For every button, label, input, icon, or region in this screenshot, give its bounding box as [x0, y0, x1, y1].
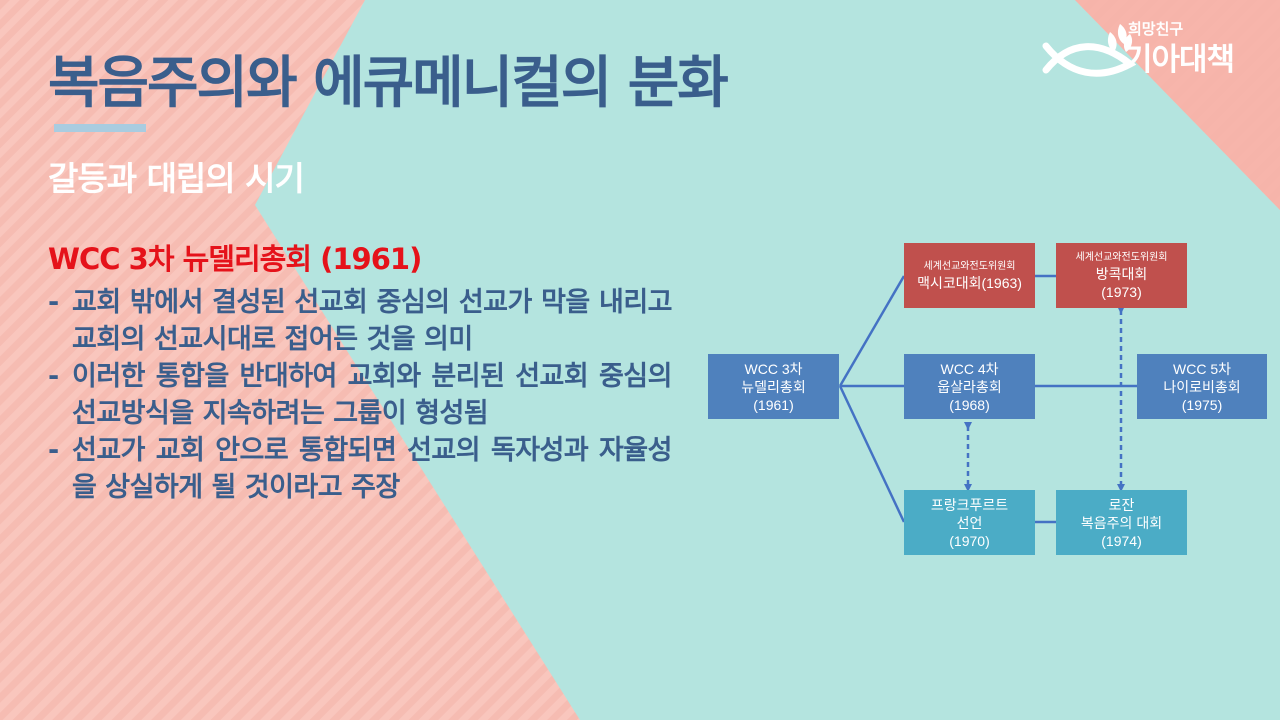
bullet-text: 이러한 통합을 반대하여 교회와 분리된 선교회 중심의 선교방식을 지속하려는…: [72, 361, 673, 429]
bullet-marker: -: [48, 361, 59, 392]
node-wcc4-uppsala: WCC 4차 웁살라총회 (1968): [904, 354, 1035, 419]
slide-subtitle: 갈등과 대립의 시기: [48, 159, 305, 198]
node-frankfurt: 프랑크푸르트 선언 (1970): [904, 490, 1035, 555]
node-mexico: 세계선교와전도위원회 맥시코대회(1963): [904, 243, 1035, 308]
bullet-item: -선교가 교회 안으로 통합되면 선교의 독자성과 자율성을 상실하게 될 것이…: [48, 432, 673, 506]
bullet-item: -교회 밖에서 결성된 선교회 중심의 선교가 막을 내리고 교회의 선교시대로…: [48, 284, 673, 358]
node-label: 뉴델리총회: [741, 378, 806, 395]
node-label: 선언: [956, 514, 983, 531]
node-bangkok: 세계선교와전도위원회 방콕대회 (1973): [1056, 243, 1187, 308]
node-label: 방콕대회: [1095, 265, 1148, 282]
bullet-marker: -: [48, 287, 59, 318]
node-label: (1961): [753, 396, 794, 413]
node-label: 프랑크푸르트: [930, 496, 1009, 513]
logo: 희망친구 기아대책: [1040, 10, 1270, 80]
node-label: 웁살라총회: [937, 378, 1002, 395]
section-heading: WCC 3차 뉴델리총회 (1961): [48, 242, 422, 276]
logo-big-text: 기아대책: [1124, 42, 1235, 78]
node-label: WCC 3차: [744, 360, 803, 377]
node-label: (1970): [949, 532, 990, 549]
logo-small-text: 희망친구: [1128, 20, 1184, 38]
node-label: (1968): [949, 396, 990, 413]
node-label: (1975): [1181, 396, 1223, 413]
node-small-label: 세계선교와전도위원회: [923, 260, 1016, 272]
bullet-marker: -: [48, 435, 59, 466]
node-label: WCC 4차: [940, 360, 999, 377]
fish-logo-icon: [1042, 24, 1136, 77]
node-label: (1973): [1101, 283, 1142, 300]
content-block: WCC 3차 뉴델리총회 (1961) -교회 밖에서 결성된 선교회 중심의 …: [48, 236, 673, 506]
connector-newdelhi-mexico: [838, 275, 906, 387]
node-small-label: 세계선교와전도위원회: [1075, 251, 1168, 263]
bullet-list: -교회 밖에서 결성된 선교회 중심의 선교가 막을 내리고 교회의 선교시대로…: [48, 284, 673, 506]
title-underline: [54, 124, 146, 132]
node-label: 나이로비총회: [1163, 378, 1241, 395]
node-label: 맥시코대회(1963): [917, 274, 1022, 291]
bullet-item: -이러한 통합을 반대하여 교회와 분리된 선교회 중심의 선교방식을 지속하려…: [48, 358, 673, 432]
node-wcc3-newdelhi: WCC 3차 뉴델리총회 (1961): [708, 354, 839, 419]
slide-title: 복음주의와 에큐메니컬의 분화: [48, 51, 729, 116]
node-wcc5-nairobi: WCC 5차 나이로비총회 (1975): [1137, 354, 1267, 419]
bullet-text: 교회 밖에서 결성된 선교회 중심의 선교가 막을 내리고 교회의 선교시대로 …: [72, 287, 673, 355]
bullet-text: 선교가 교회 안으로 통합되면 선교의 독자성과 자율성을 상실하게 될 것이라…: [72, 435, 673, 503]
node-label: 로잔: [1108, 496, 1135, 513]
node-label: (1974): [1101, 532, 1142, 549]
node-label: 복음주의 대회: [1080, 514, 1163, 531]
node-lausanne: 로잔 복음주의 대회 (1974): [1056, 490, 1187, 555]
history-diagram: WCC 3차 뉴델리총회 (1961) 세계선교와전도위원회 맥시코대회(196…: [700, 236, 1280, 566]
connector-newdelhi-frankfurt: [838, 385, 906, 523]
node-label: WCC 5차: [1173, 360, 1231, 377]
background-pink-corner: [1075, 0, 1280, 210]
